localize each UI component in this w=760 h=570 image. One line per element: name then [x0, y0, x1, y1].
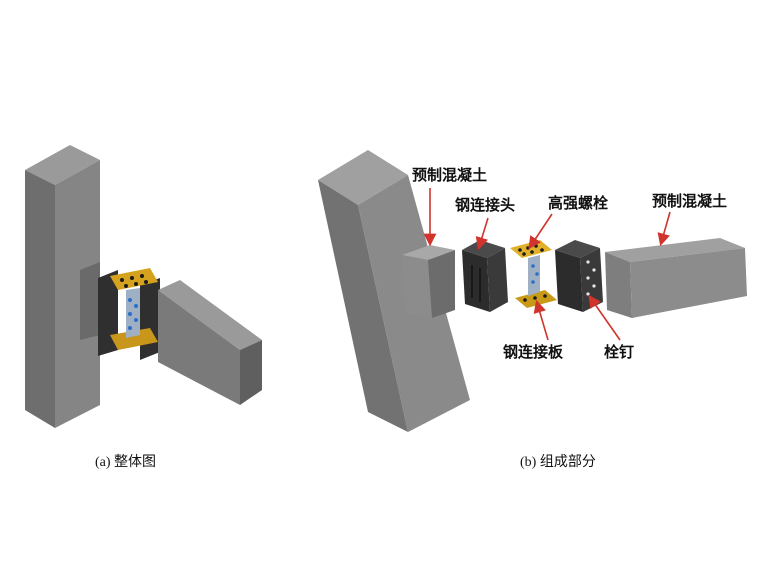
svg-text:钢连接板: 钢连接板 [503, 343, 564, 361]
label-steel-plate: 钢连接板 [503, 299, 564, 361]
caption-b: (b) 组成部分 [520, 454, 596, 470]
overall-view [25, 145, 262, 428]
label-precast-right: 预制混凝土 [652, 192, 727, 247]
svg-text:钢连接头: 钢连接头 [455, 196, 515, 214]
svg-text:栓钉: 栓钉 [604, 343, 634, 361]
column-a [25, 145, 100, 428]
label-precast-left: 预制混凝土 [412, 166, 487, 247]
svg-text:预制混凝土: 预制混凝土 [412, 166, 487, 184]
caption-a: (a) 整体图 [95, 454, 156, 470]
beam-a [158, 280, 262, 405]
beam-stub-a [80, 262, 100, 340]
column-stub-b [402, 245, 455, 318]
steel-plate [510, 240, 557, 308]
steel-joint-left [462, 240, 508, 312]
exploded-view [318, 150, 747, 432]
steel-joint-right [555, 240, 603, 312]
label-stud: 栓钉 [588, 294, 634, 361]
beam-b [605, 238, 747, 318]
label-steel-joint: 钢连接头 [455, 196, 515, 251]
svg-text:高强螺栓: 高强螺栓 [548, 194, 608, 212]
label-bolt: 高强螺栓 [528, 194, 608, 250]
svg-text:预制混凝土: 预制混凝土 [652, 192, 727, 210]
joint-a [98, 268, 160, 360]
